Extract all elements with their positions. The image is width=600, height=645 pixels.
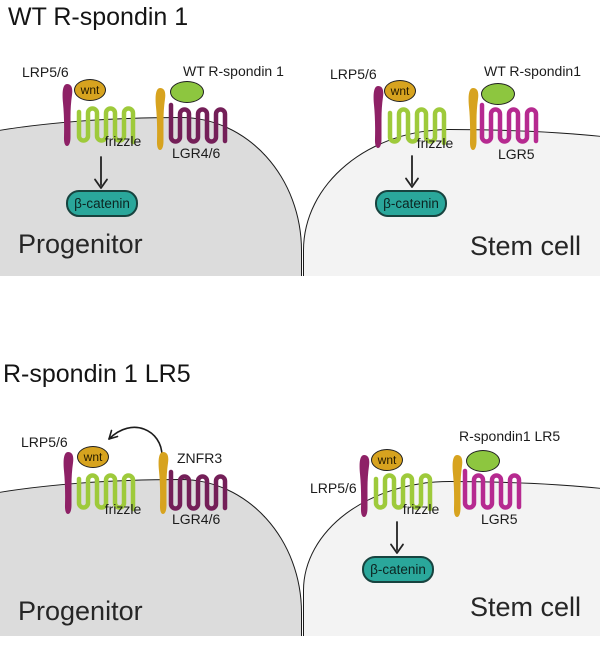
lrp56-label: LRP5/6 <box>310 480 357 496</box>
bcatenin-badge: β-catenin <box>66 190 138 217</box>
progenitor-name: Progenitor <box>18 229 143 259</box>
inhibition-arrow-icon <box>108 426 163 457</box>
bcatenin-badge: β-catenin <box>362 556 434 583</box>
bcatenin-label: β-catenin <box>74 196 130 211</box>
lgr5-label: LGR5 <box>498 146 535 162</box>
rspondin-ligand-icon <box>170 81 204 103</box>
activation-arrow-icon <box>405 155 419 188</box>
lrp56-receptor-icon <box>62 84 73 146</box>
wnt-ligand-icon: wnt <box>77 446 109 468</box>
lrp56-label: LRP5/6 <box>21 434 68 450</box>
panel1-progenitor-cell <box>0 117 302 276</box>
bcatenin-badge: β-catenin <box>375 190 447 217</box>
frizzled-label: frizzle <box>104 133 142 149</box>
wnt-label: wnt <box>80 83 100 97</box>
stem-cell-name: Stem cell <box>470 231 582 261</box>
frizzled-label: frizzle <box>104 501 142 517</box>
lgr46-receptor-icon <box>168 101 228 149</box>
frizzled-label: frizzle <box>402 501 440 517</box>
lgr5-receptor-icon <box>462 467 522 515</box>
lrp56-label: LRP5/6 <box>22 64 69 80</box>
rspondin-label: WT R-spondin1 <box>484 63 582 79</box>
lgr46-label: LGR4/6 <box>172 145 221 161</box>
lrp56-receptor-icon <box>63 452 74 514</box>
bcatenin-label: β-catenin <box>370 562 426 577</box>
lrp56-receptor-icon <box>359 455 370 517</box>
wnt-ligand-icon: wnt <box>371 449 403 471</box>
rspondin-label: R-spondin1 LR5 <box>459 428 561 444</box>
wnt-label: wnt <box>390 84 410 98</box>
lrp56-receptor-icon <box>373 86 384 148</box>
wnt-label: wnt <box>377 453 397 467</box>
lrp56-label: LRP5/6 <box>330 66 377 82</box>
rspondin-label: WT R-spondin 1 <box>183 63 284 79</box>
lgr5-receptor-icon <box>479 101 539 149</box>
bcatenin-label: β-catenin <box>383 196 439 211</box>
wnt-ligand-icon: wnt <box>74 79 106 101</box>
rspondin-ligand-icon <box>466 450 500 472</box>
gold-receptor-icon <box>155 88 166 150</box>
lgr5-label: LGR5 <box>481 511 518 527</box>
activation-arrow-icon <box>390 521 404 554</box>
stem-cell-name: Stem cell <box>470 592 582 622</box>
frizzled-label: frizzle <box>416 135 454 151</box>
activation-arrow-icon <box>94 156 108 189</box>
wnt-label: wnt <box>83 450 103 464</box>
wnt-ligand-icon: wnt <box>384 80 416 102</box>
lgr46-label: LGR4/6 <box>172 511 221 527</box>
lgr46-receptor-icon <box>168 468 228 516</box>
panel1-title: WT R-spondin 1 <box>8 3 189 31</box>
znrf3-label: ZNFR3 <box>177 450 223 466</box>
panel2-title: R-spondin 1 LR5 <box>3 360 191 388</box>
rspondin-ligand-icon <box>481 83 515 105</box>
progenitor-name: Progenitor <box>18 596 143 626</box>
